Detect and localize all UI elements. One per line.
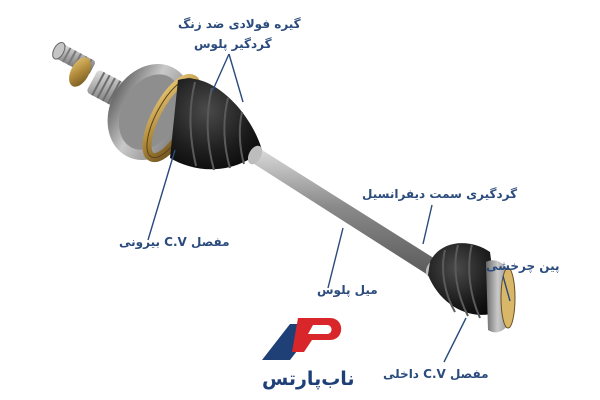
line-boot-outer: [228, 53, 244, 103]
label-inner-cv: مفصل C.V داخلی: [383, 367, 489, 381]
axle-shaft: [248, 150, 440, 275]
line-steel-ring: [211, 53, 230, 93]
outer-cv-boot: [170, 78, 263, 171]
label-steel-ring: گیره فولادی ضد زنگ: [178, 17, 301, 31]
label-circlip: پین چرخشی: [486, 259, 560, 273]
brand-name: ناب‌پارتس: [262, 368, 355, 390]
line-circlip: [502, 275, 511, 302]
callout-lines: [147, 53, 511, 363]
line-diff-boot: [422, 204, 433, 245]
line-shaft: [327, 227, 344, 289]
line-outer-cv: [147, 149, 176, 241]
line-inner-cv: [443, 317, 467, 363]
brand-logo-mark: [262, 318, 342, 360]
label-outer-cv: مفصل C.V بیرونی: [119, 235, 230, 249]
label-boot-outer: گردگیر پلوس: [194, 37, 272, 51]
inner-cv-boot: [425, 243, 498, 319]
outer-cv-joint: [52, 41, 202, 163]
label-shaft: میل پلوس: [317, 283, 378, 297]
label-diff-boot: گردگیری سمت دیفرانسیل: [362, 187, 518, 201]
